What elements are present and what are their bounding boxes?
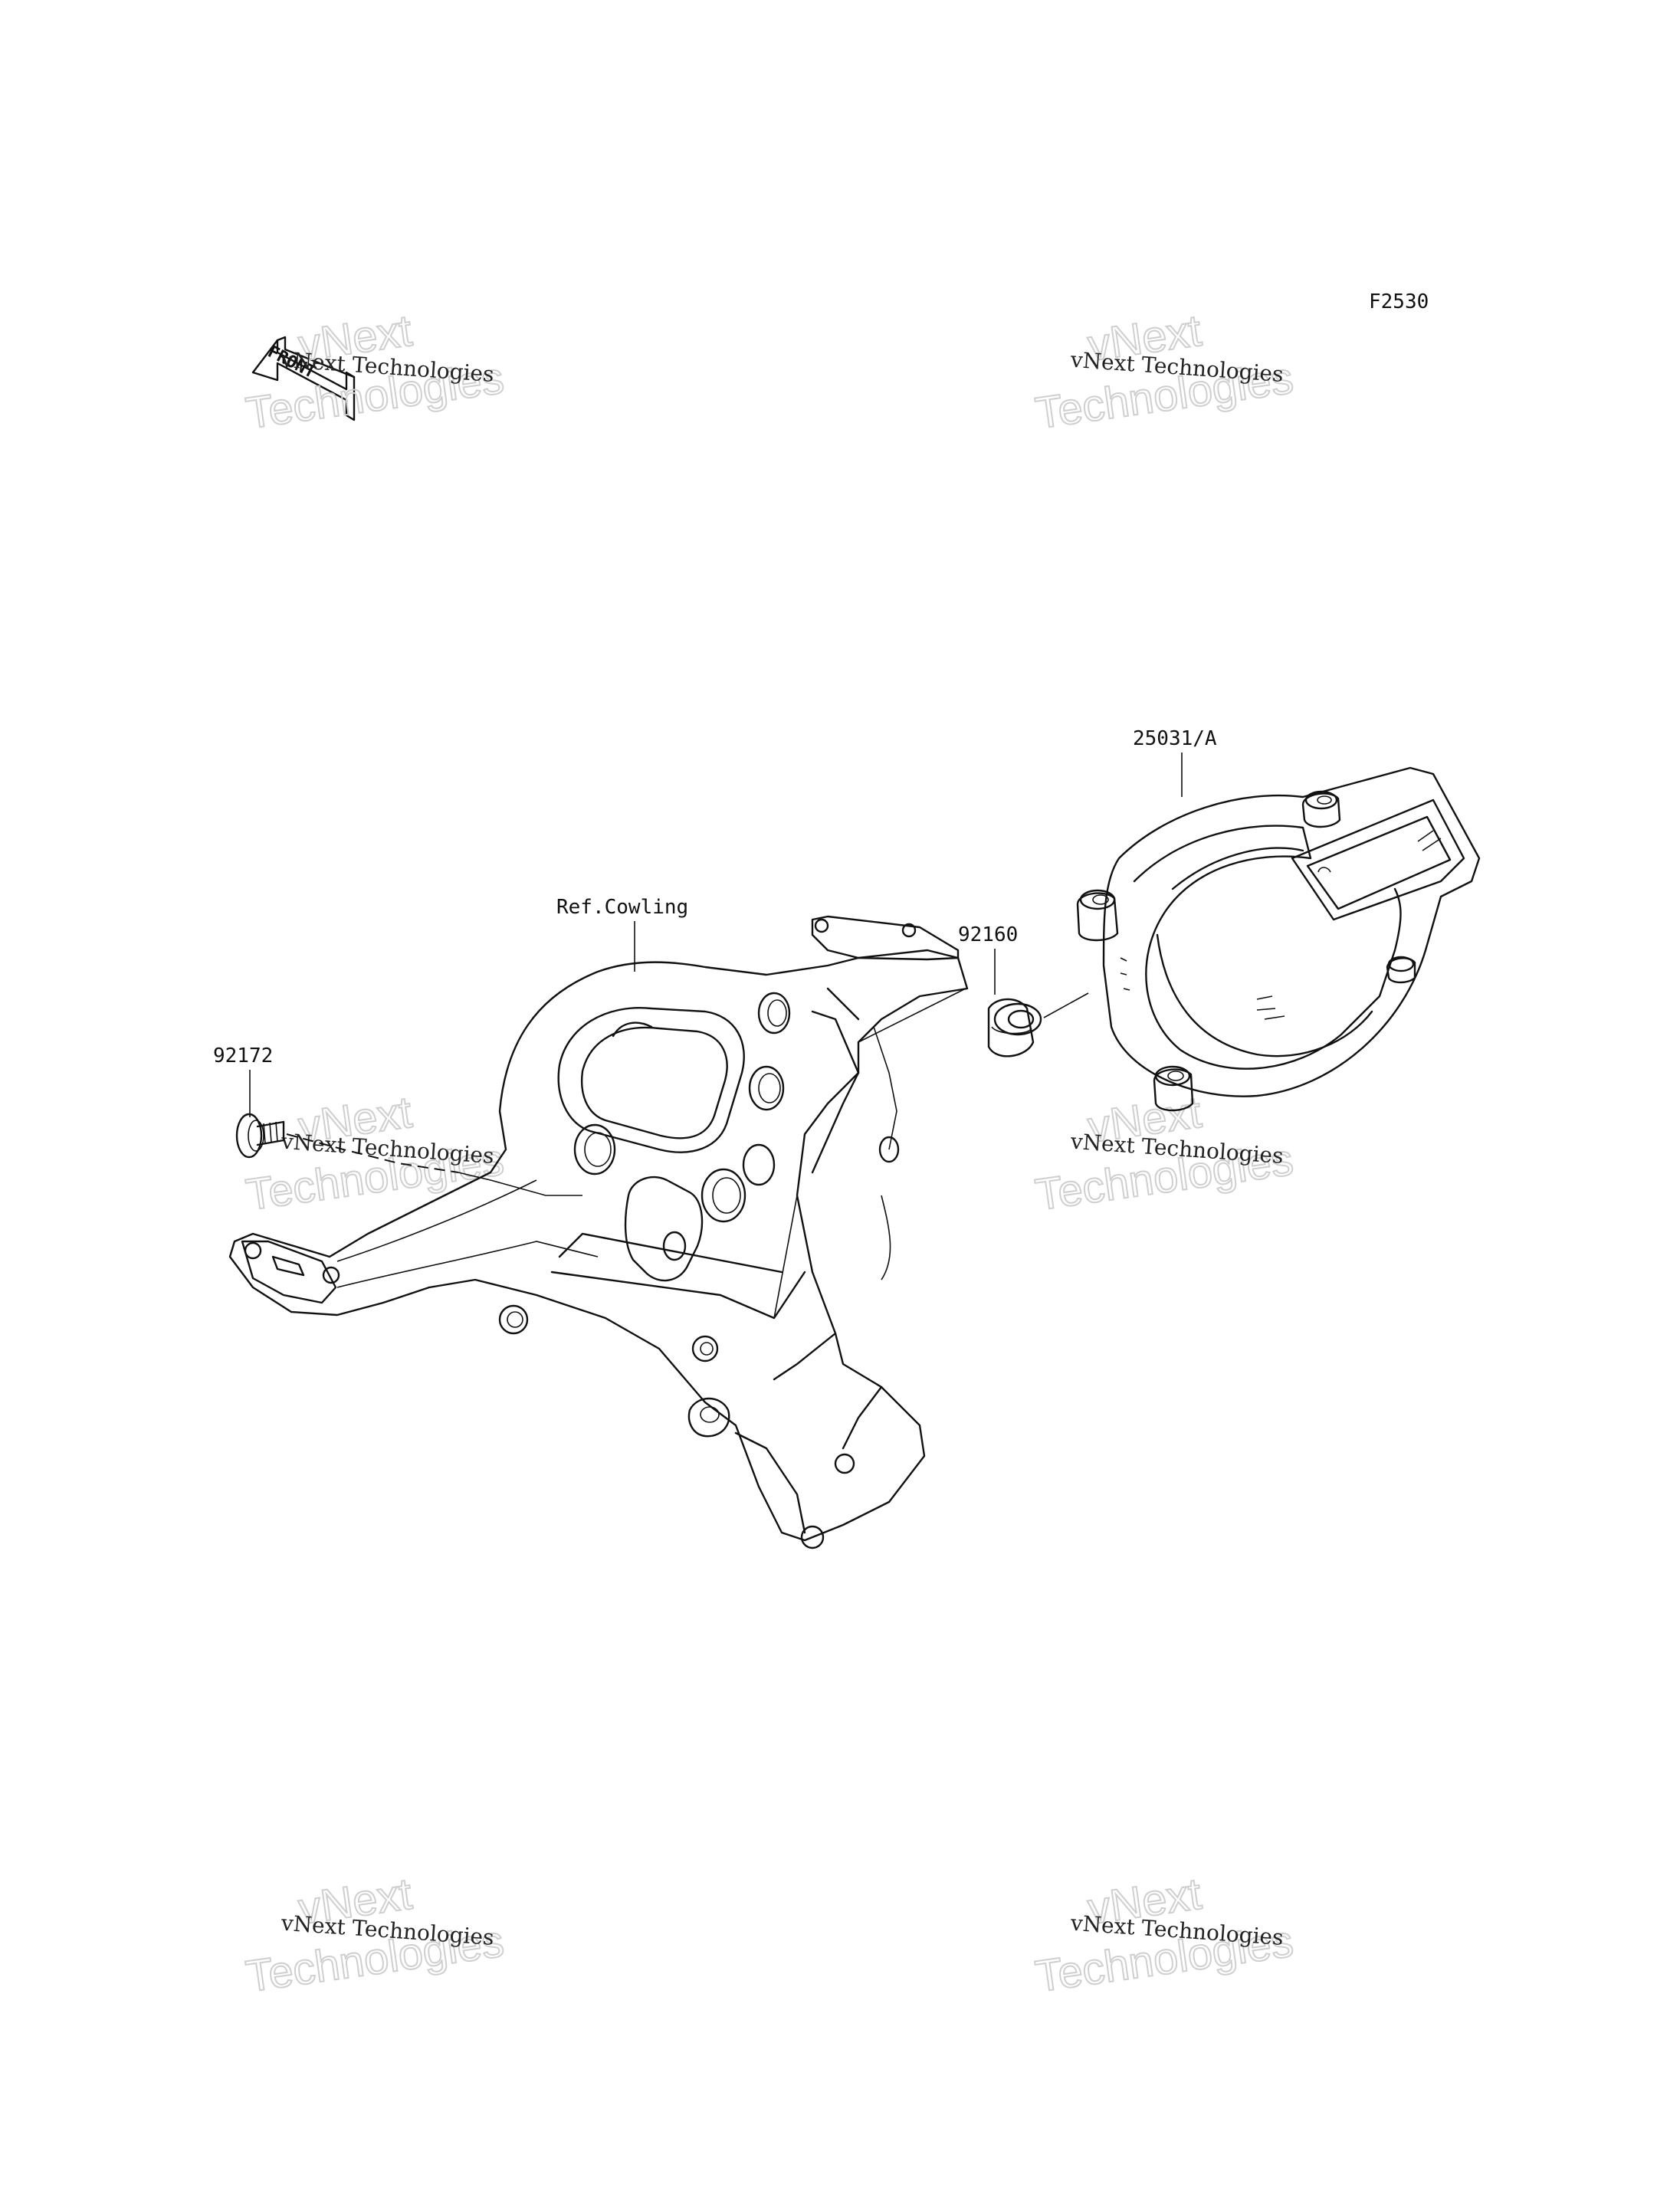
diagram-code: F2530 — [1369, 290, 1429, 313]
screw-part — [235, 1113, 285, 1159]
cowling-stay-bracket — [228, 915, 969, 1549]
assembly-line-grommet — [1043, 992, 1089, 1018]
part-label-grommet: 92160 — [958, 923, 1018, 946]
part-label-ref-cowling: Ref.Cowling — [556, 896, 688, 919]
assembly-line-screw-solid — [458, 1172, 582, 1196]
grommet-part — [987, 998, 1042, 1058]
assembly-line-screw — [286, 1133, 459, 1173]
part-label-screw: 92172 — [213, 1044, 273, 1067]
part-label-meter: 25031/A — [1133, 727, 1217, 750]
meter-assembly — [1076, 766, 1481, 1112]
